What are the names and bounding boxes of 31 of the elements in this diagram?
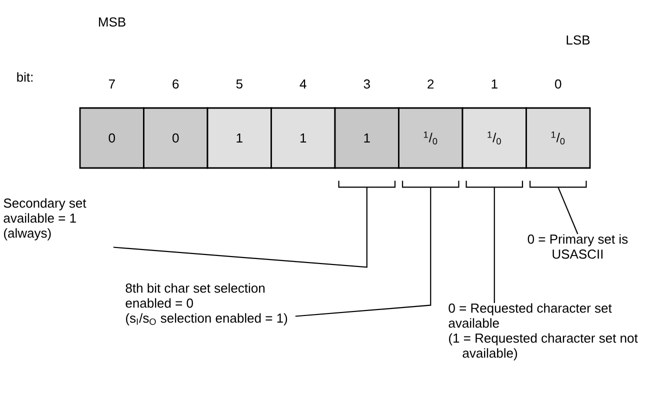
description-text: 0 = Requested character set available (1 = Requested character set not available) xyxy=(448,303,638,360)
bit-cell: $^{1}$/$_{0}$ xyxy=(462,107,527,169)
bit-cell: 0 xyxy=(79,107,144,169)
bracket xyxy=(338,180,396,188)
bit-cell: $^{1}$/$_{0}$ xyxy=(398,107,464,169)
bit-number: 3 xyxy=(364,79,370,89)
bit-cell: 1 xyxy=(334,107,400,169)
bit-number: 7 xyxy=(108,80,115,88)
bit-number: 1 xyxy=(492,80,498,88)
bit-number: 4 xyxy=(300,80,306,88)
leader-line xyxy=(494,187,495,303)
bit-cell: $^{1}$/$_{0}$ xyxy=(526,107,591,169)
leader-line xyxy=(295,187,432,317)
significance-label: LSB xyxy=(566,35,590,45)
bit-cell: 1 xyxy=(270,107,336,169)
leader-line xyxy=(558,187,578,234)
bracket xyxy=(529,180,587,188)
description-text: 0 = Primary set is USASCII xyxy=(528,234,628,259)
bit-prefix: bit: xyxy=(17,72,32,82)
leader-line xyxy=(113,187,368,268)
bit-number: 5 xyxy=(236,79,242,89)
significance-label: MSB xyxy=(98,17,126,27)
bracket xyxy=(402,180,460,188)
description-text: 8th bit char set selection enabled = 0 (s$_{I}$/s$_{O}$ selection enabled = 1) xyxy=(126,283,288,326)
bit-cell: 1 xyxy=(206,107,272,169)
bit-number: 2 xyxy=(428,79,434,89)
bit-cell: 0 xyxy=(143,107,208,169)
bit-number: 6 xyxy=(172,79,179,89)
description-text: Secondary set available = 1 (always) xyxy=(4,198,86,240)
bit-number: 0 xyxy=(555,79,562,89)
bracket xyxy=(466,180,524,188)
